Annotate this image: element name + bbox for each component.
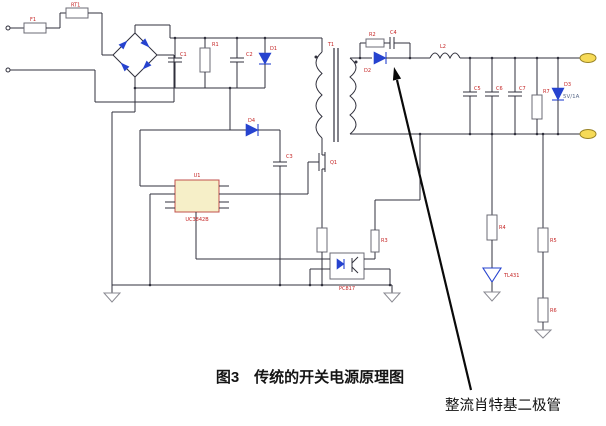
- diode-ref: D4: [248, 118, 255, 124]
- junction-dots: [133, 36, 560, 287]
- cap-ref: C6: [496, 86, 503, 92]
- diode-icon: [258, 52, 272, 65]
- optocoupler-section: PC817 R3: [196, 134, 421, 292]
- bridge-diode-icon: [118, 40, 128, 50]
- thermistor-ref: RT1: [71, 3, 80, 9]
- schottky-annotation-label: 整流肖特基二极管: [445, 397, 561, 414]
- output-rating-label: 5V/1A: [563, 94, 580, 100]
- optocoupler: [329, 252, 365, 280]
- ac-input-section: F1 RT1: [5, 3, 175, 103]
- feedback-section: R4 R5 R6 TL431: [481, 134, 557, 339]
- diode-ref: D1: [270, 46, 277, 52]
- secondary-rectifier-section: R2 C4 D2 L2: [350, 30, 581, 135]
- bulk-filter-section: C1 R1 C2 D1: [111, 37, 322, 285]
- ic-part-number: UC3842B: [185, 217, 209, 223]
- resistor: [537, 227, 549, 253]
- resistor: [199, 47, 211, 73]
- cap-ref: C2: [246, 52, 253, 58]
- snubber-resistor: [365, 38, 385, 48]
- bleeder-resistor: [531, 94, 543, 120]
- bridge-diode-icon: [120, 62, 130, 72]
- ground-symbol: [102, 292, 122, 303]
- resistor-ref: R3: [381, 238, 388, 244]
- bridge-diode-icon: [140, 38, 150, 48]
- pullup-resistor: [370, 229, 380, 253]
- opto-led-icon: [336, 258, 345, 270]
- pwm-ic: [174, 179, 220, 213]
- output-inductor: [429, 52, 461, 60]
- bridge-diode-icon: [142, 60, 152, 70]
- ground-symbol: [482, 291, 502, 302]
- ground-symbol: [533, 329, 553, 339]
- fuse-ref: F1: [30, 17, 36, 23]
- resistor-ref: R1: [212, 42, 219, 48]
- thermistor: [65, 7, 89, 19]
- switch-section: Q1: [308, 138, 337, 285]
- resistor-ref: R6: [550, 308, 557, 314]
- primary-ground-rail: [102, 284, 402, 303]
- transformer-ref: T1: [327, 42, 334, 48]
- cap-ref: C1: [180, 52, 187, 58]
- resistor-ref: R5: [550, 238, 557, 244]
- pwm-controller: U1 UC3842B: [139, 129, 309, 285]
- cap-ref: C3: [286, 154, 293, 160]
- schottky-ref: D2: [364, 68, 371, 74]
- output-terminal-negative: [579, 129, 597, 139]
- sense-resistor: [316, 227, 328, 253]
- bridge-rectifier: [112, 24, 171, 88]
- zener-ref: D3: [564, 82, 571, 88]
- cap-ref: C5: [474, 86, 481, 92]
- cap-ref: C7: [519, 86, 526, 92]
- output-filter-section: C5 C6 C7 R7 D3 5V/1A: [463, 53, 597, 139]
- inductor-ref: L2: [440, 44, 446, 50]
- output-terminal-positive: [579, 53, 597, 63]
- aux-supply-section: D4 C3: [229, 88, 293, 285]
- tl431-ref: TL431: [503, 273, 519, 279]
- schottky-diode-icon: [373, 51, 387, 65]
- opto-part-number: PC817: [339, 286, 355, 292]
- divider-resistor: [486, 214, 498, 241]
- zener-diode-icon: [551, 87, 565, 101]
- arrowhead-icon: [392, 67, 402, 81]
- mosfet-ref: Q1: [330, 160, 337, 166]
- tl431-icon: [481, 267, 503, 284]
- transformer: T1: [314, 38, 358, 142]
- aux-diode-icon: [245, 123, 259, 137]
- resistor: [537, 297, 549, 323]
- annotation-arrow: [392, 67, 473, 391]
- snubber-resistor-ref: R2: [369, 32, 376, 38]
- resistor-ref: R4: [499, 225, 506, 231]
- ground-symbol: [382, 292, 402, 303]
- snubber-cap-ref: C4: [390, 30, 397, 36]
- fuse: [23, 22, 47, 34]
- figure-caption: 图3 传统的开关电源原理图: [216, 368, 404, 386]
- ic-ref: U1: [194, 173, 201, 179]
- resistor-ref: R7: [543, 89, 550, 95]
